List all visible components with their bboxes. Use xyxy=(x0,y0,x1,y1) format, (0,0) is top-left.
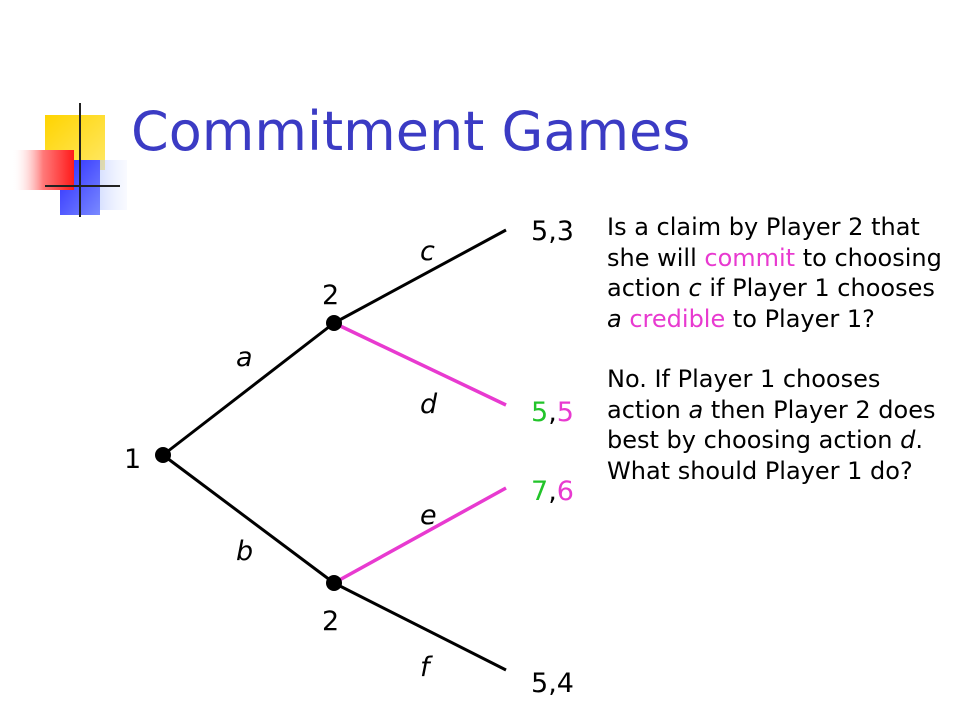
action-label-d: d xyxy=(420,389,438,420)
payoff-c: 5,3 xyxy=(531,216,574,247)
explanation-text: Is a claim by Player 2 that she will com… xyxy=(607,212,957,486)
lower-node-label: 2 xyxy=(322,606,339,637)
branch-b xyxy=(162,453,335,585)
game-tree: 1 2 2 a b c d e f 5,3 5,5 7,6 5,4 xyxy=(124,216,574,699)
branch-c xyxy=(333,228,507,325)
commit-highlight: commit xyxy=(704,243,796,272)
lower-node xyxy=(326,575,342,591)
upper-node-label: 2 xyxy=(322,280,339,311)
branch-e xyxy=(333,486,507,585)
branch-a xyxy=(162,321,335,457)
corner-decoration xyxy=(12,103,127,217)
payoff-e: 7,6 xyxy=(531,476,574,507)
payoff-d: 5,5 xyxy=(531,397,574,428)
credible-highlight: credible xyxy=(629,304,726,333)
question-paragraph: Is a claim by Player 2 that she will com… xyxy=(607,213,942,333)
branch-d xyxy=(333,321,507,407)
upper-node xyxy=(326,315,342,331)
slide-title: Commitment Games xyxy=(131,100,691,163)
action-label-c: c xyxy=(420,236,435,267)
root-node xyxy=(155,447,171,463)
answer-paragraph: No. If Player 1 chooses action a then Pl… xyxy=(607,365,936,454)
action-label-b: b xyxy=(236,536,253,567)
action-label-a: a xyxy=(236,342,253,373)
followup-question: What should Player 1 do? xyxy=(607,456,913,485)
root-node-label: 1 xyxy=(124,444,141,475)
action-label-e: e xyxy=(420,500,437,531)
branch-f xyxy=(333,581,507,672)
red-square xyxy=(12,150,74,190)
payoff-f: 5,4 xyxy=(531,668,574,699)
action-label-f: f xyxy=(420,652,433,683)
